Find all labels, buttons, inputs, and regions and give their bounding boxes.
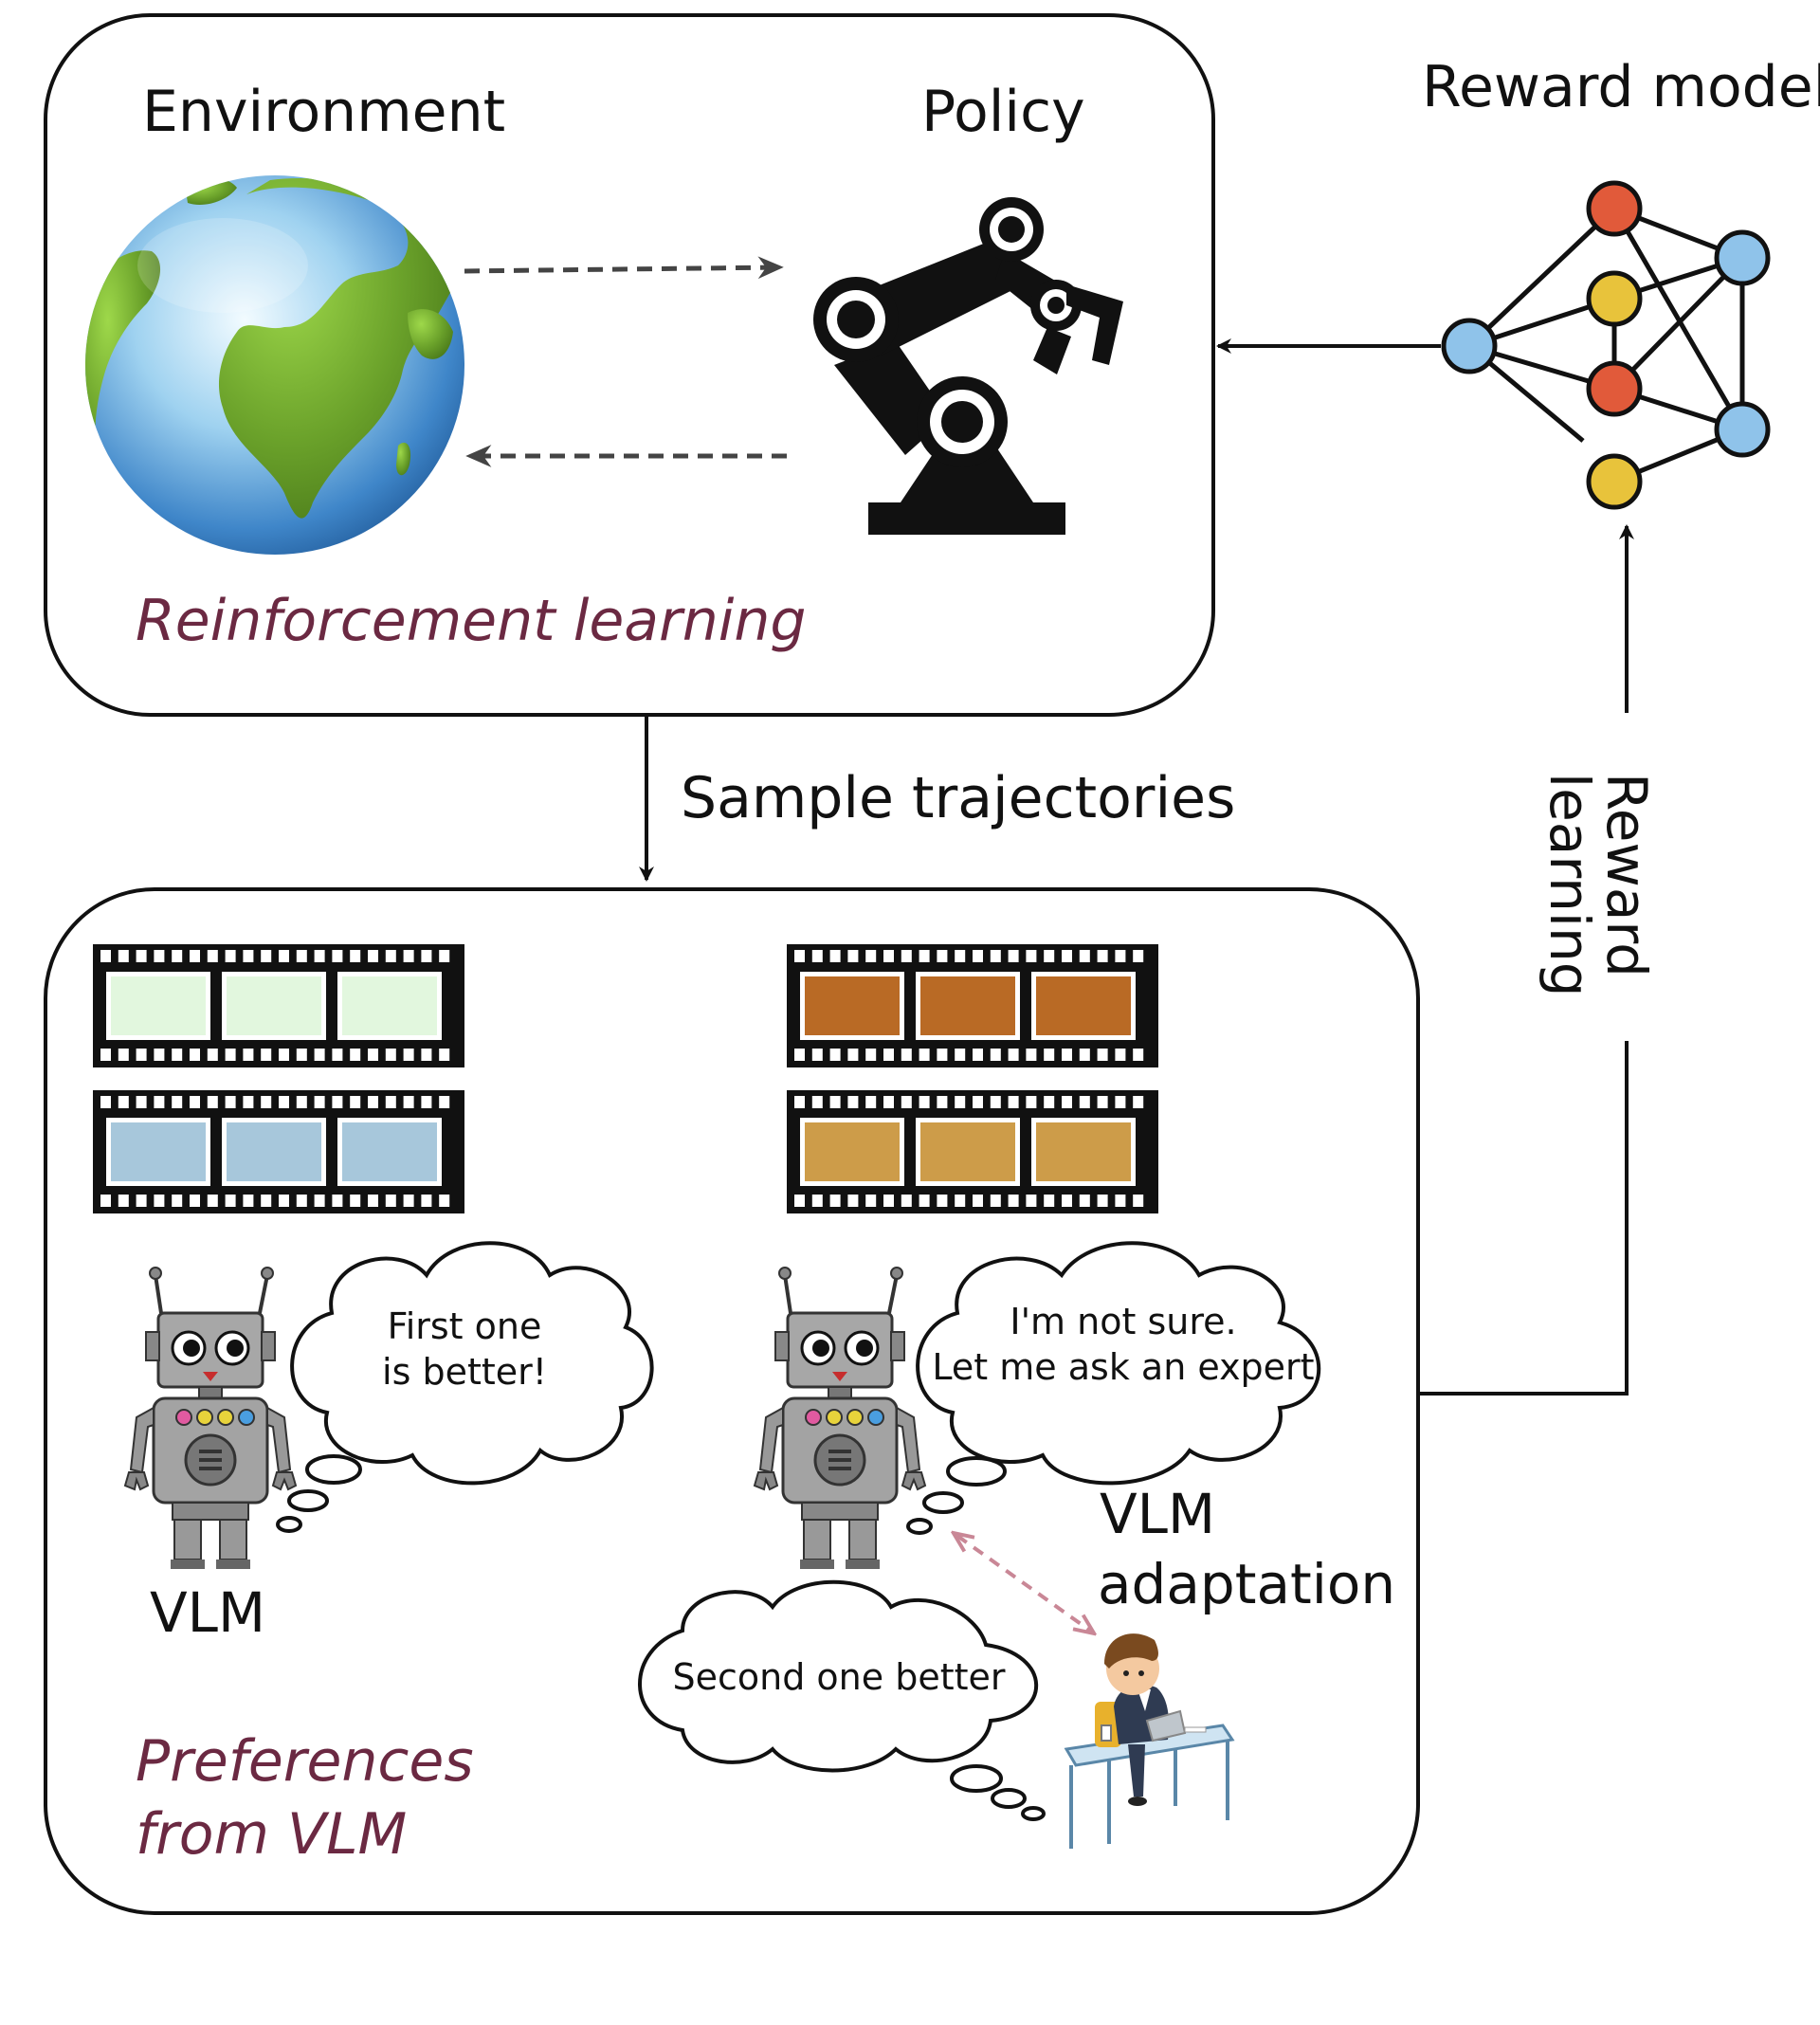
reward-learning-label-2: learning xyxy=(1538,773,1602,997)
thought-left-line-1: First one xyxy=(387,1305,542,1347)
reward-learning-label: Reward xyxy=(1594,773,1659,977)
reward-learning-path xyxy=(1418,1041,1629,1396)
vlm-adaptation-label-2: adaptation xyxy=(1098,1552,1396,1616)
reward-learning-line-1: Reward xyxy=(1594,773,1659,977)
preferences-label-2: from VLM xyxy=(136,1801,408,1868)
thought-left-line-2: is better! xyxy=(382,1351,547,1393)
reward-learning-line-2: learning xyxy=(1538,773,1602,997)
film-strip-icon xyxy=(787,1090,1158,1213)
reward-model-label: Reward model xyxy=(1422,54,1820,120)
globe-icon xyxy=(85,175,464,555)
vlm-label: VLM xyxy=(150,1580,266,1645)
policy-label: Policy xyxy=(921,79,1085,145)
vlm-robot-icon xyxy=(753,1267,927,1569)
robot-arm-icon xyxy=(813,197,1123,535)
thought-right-line-1: I'm not sure. xyxy=(1010,1301,1237,1342)
preferences-label-1: Preferences xyxy=(136,1728,474,1795)
env-to-policy-arrow xyxy=(464,256,784,280)
thought-right-text: I'm not sure. Let me ask an expert xyxy=(924,1304,1322,1385)
thought-left-text: First one is better! xyxy=(351,1308,578,1390)
human-expert-icon xyxy=(1064,1633,1235,1849)
neural-network-icon xyxy=(1441,180,1771,510)
reinforcement-learning-box xyxy=(44,13,1215,717)
environment-label: Environment xyxy=(142,79,506,145)
film-strips xyxy=(93,944,1158,1213)
film-strip-icon xyxy=(787,944,1158,1067)
reinforcement-learning-label: Reinforcement learning xyxy=(136,588,807,654)
film-strip-icon xyxy=(93,944,464,1067)
vlm-robot-icon xyxy=(123,1267,298,1569)
thought-cloud-left xyxy=(276,1241,654,1533)
film-strip-icon xyxy=(93,1090,464,1213)
thought-cloud-human xyxy=(638,1579,1046,1821)
vlm-adaptation-arrow xyxy=(957,1536,1090,1631)
thought-right-line-2: Let me ask an expert xyxy=(932,1346,1315,1388)
thought-human-text: Second one better xyxy=(672,1656,1006,1698)
preferences-box xyxy=(44,887,1420,1915)
vlm-adaptation-label-1: VLM xyxy=(1100,1482,1216,1546)
thought-cloud-right xyxy=(906,1241,1321,1535)
sample-trajectories-label: Sample trajectories xyxy=(681,765,1236,831)
